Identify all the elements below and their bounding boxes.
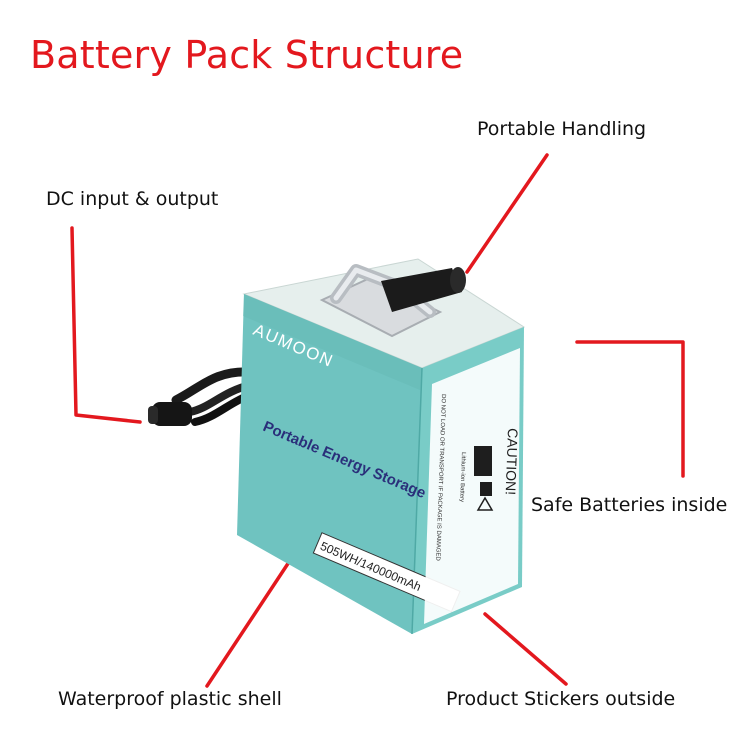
caution-text: CAUTION! bbox=[503, 428, 521, 495]
caution-sticker: DO NOT LOAD OR TRANSPORT IF PACKAGE IS D… bbox=[424, 348, 521, 624]
dc-cable bbox=[148, 367, 255, 426]
label-dc-input-output: DC input & output bbox=[46, 188, 219, 210]
leader-line-safe-batteries bbox=[575, 340, 685, 478]
leader-line-handling bbox=[465, 153, 549, 274]
leader-line-stickers bbox=[483, 612, 568, 686]
side-warning-text: DO NOT LOAD OR TRANSPORT IF PACKAGE IS D… bbox=[434, 394, 446, 562]
diagram-title: Battery Pack Structure bbox=[30, 33, 464, 77]
label-portable-handling: Portable Handling bbox=[477, 118, 647, 140]
leader-line-shell bbox=[205, 560, 291, 688]
battery-type-text: Lithium-ion Battery bbox=[458, 452, 466, 502]
leader-line-dc bbox=[70, 226, 142, 424]
dc-connector bbox=[152, 402, 192, 426]
carry-handle bbox=[319, 264, 466, 338]
leader-lines bbox=[70, 153, 685, 688]
label-waterproof-plastic-shell: Waterproof plastic shell bbox=[58, 688, 282, 710]
label-product-stickers-outside: Product Stickers outside bbox=[446, 688, 676, 710]
hazard-symbols-icon bbox=[474, 446, 494, 511]
battery-box-front bbox=[237, 294, 422, 634]
label-safe-batteries-inside: Safe Batteries inside bbox=[531, 494, 728, 516]
